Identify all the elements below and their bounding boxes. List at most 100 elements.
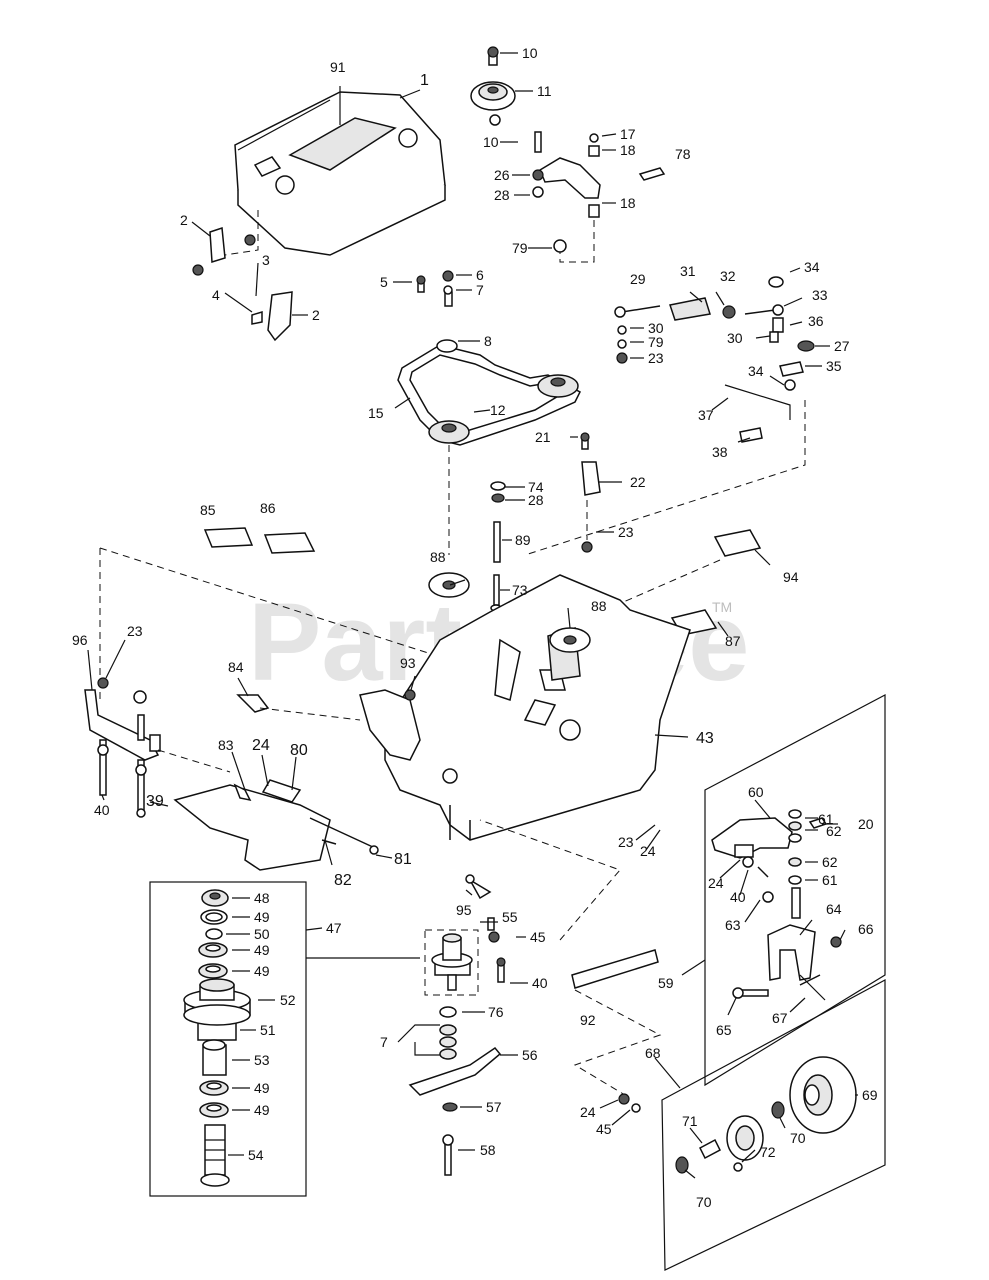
watermark-tm: TM (712, 599, 732, 615)
callout: 10 (522, 45, 538, 61)
callout: 37 (698, 407, 714, 423)
callout: 2 (312, 307, 320, 323)
bracket-22 (580, 432, 601, 553)
callout: 40 (532, 975, 548, 991)
callout: 83 (218, 737, 234, 753)
callout: 5 (380, 274, 388, 290)
callout: 2 (180, 212, 188, 228)
leader-lines (87, 52, 858, 1179)
callout: 18 (620, 195, 636, 211)
callout: 54 (248, 1147, 264, 1163)
callout: 68 (645, 1045, 661, 1061)
callout: 18 (620, 142, 636, 158)
callout: 70 (790, 1130, 806, 1146)
callout: 69 (862, 1087, 878, 1103)
callout: 70 (696, 1194, 712, 1210)
callout: 71 (682, 1113, 698, 1129)
callout: 30 (727, 330, 743, 346)
callout: 49 (254, 963, 270, 979)
callout: 61 (818, 811, 834, 827)
callout-labels: 1 2 3 4 2 5 6 7 8 10 11 10 12 15 17 18 7… (72, 45, 878, 1210)
callout: 64 (826, 901, 842, 917)
callout: 24 (580, 1104, 596, 1120)
callout: 86 (260, 500, 276, 516)
callout: 3 (262, 252, 270, 268)
callout: 92 (580, 1012, 596, 1028)
callout: 20 (858, 816, 874, 832)
callout: 49 (254, 909, 270, 925)
callout: 21 (535, 429, 551, 445)
callout: 28 (528, 492, 544, 508)
callout: 88 (591, 598, 607, 614)
callout: 79 (648, 334, 664, 350)
callout: 17 (620, 126, 636, 142)
wheel-bracket (711, 809, 842, 1001)
callout: 10 (483, 134, 499, 150)
callout: 50 (254, 926, 270, 942)
callout: 88 (430, 549, 446, 565)
mower-deck (99, 547, 721, 841)
callout: 27 (834, 338, 850, 354)
wheel-bracket-panel (704, 694, 886, 1087)
callout: 82 (334, 872, 352, 889)
callout: 26 (494, 167, 510, 183)
callout: 23 (127, 623, 143, 639)
callout: 57 (486, 1099, 502, 1115)
wheel-inset-box (661, 978, 886, 1271)
callout: 6 (476, 267, 484, 283)
callout: 23 (648, 350, 664, 366)
callout: 39 (146, 793, 164, 810)
callout: 40 (730, 889, 746, 905)
callout: 31 (680, 263, 696, 279)
callout: 60 (748, 784, 764, 800)
pulley-11 (470, 46, 542, 153)
callout: 79 (512, 240, 528, 256)
callout: 53 (254, 1052, 270, 1068)
cover-brackets (192, 210, 293, 342)
spindle-exploded (183, 889, 251, 1187)
callout: 40 (94, 802, 110, 818)
callout: 34 (804, 259, 820, 275)
callout: 49 (254, 1080, 270, 1096)
callout: 81 (394, 851, 412, 868)
deck-lift-linkage (524, 276, 815, 556)
callout: 38 (712, 444, 728, 460)
callout: 7 (380, 1034, 388, 1050)
callout: 84 (228, 659, 244, 675)
callout: 47 (326, 920, 342, 936)
callout: 30 (648, 320, 664, 336)
callout: 33 (812, 287, 828, 303)
callout: 35 (826, 358, 842, 374)
callout: 56 (522, 1047, 538, 1063)
baffle-92 (479, 819, 662, 1096)
callout: 36 (808, 313, 824, 329)
callout: 63 (725, 917, 741, 933)
callout: 51 (260, 1022, 276, 1038)
callout: 49 (254, 942, 270, 958)
deck-hanger (84, 677, 231, 818)
deck-cover (234, 91, 446, 256)
wheel-exploded (618, 1056, 857, 1174)
callout: 43 (696, 730, 714, 747)
discharge-chute (173, 779, 379, 871)
callout: 95 (456, 902, 472, 918)
callout: 66 (858, 921, 874, 937)
callout: 7 (476, 282, 484, 298)
callout: 62 (822, 854, 838, 870)
callout: 96 (72, 632, 88, 648)
callout: 59 (658, 975, 674, 991)
callout: 89 (515, 532, 531, 548)
callout: 8 (484, 333, 492, 349)
callout: 61 (822, 872, 838, 888)
callout: 45 (530, 929, 546, 945)
callout: 24 (708, 875, 724, 891)
callout: 23 (618, 524, 634, 540)
callout: 11 (537, 83, 552, 99)
callout: 91 (330, 59, 346, 75)
callout: 48 (254, 890, 270, 906)
callout: 28 (494, 187, 510, 203)
callout: 15 (368, 405, 384, 421)
callout: 73 (512, 582, 528, 598)
callout: 55 (502, 909, 518, 925)
